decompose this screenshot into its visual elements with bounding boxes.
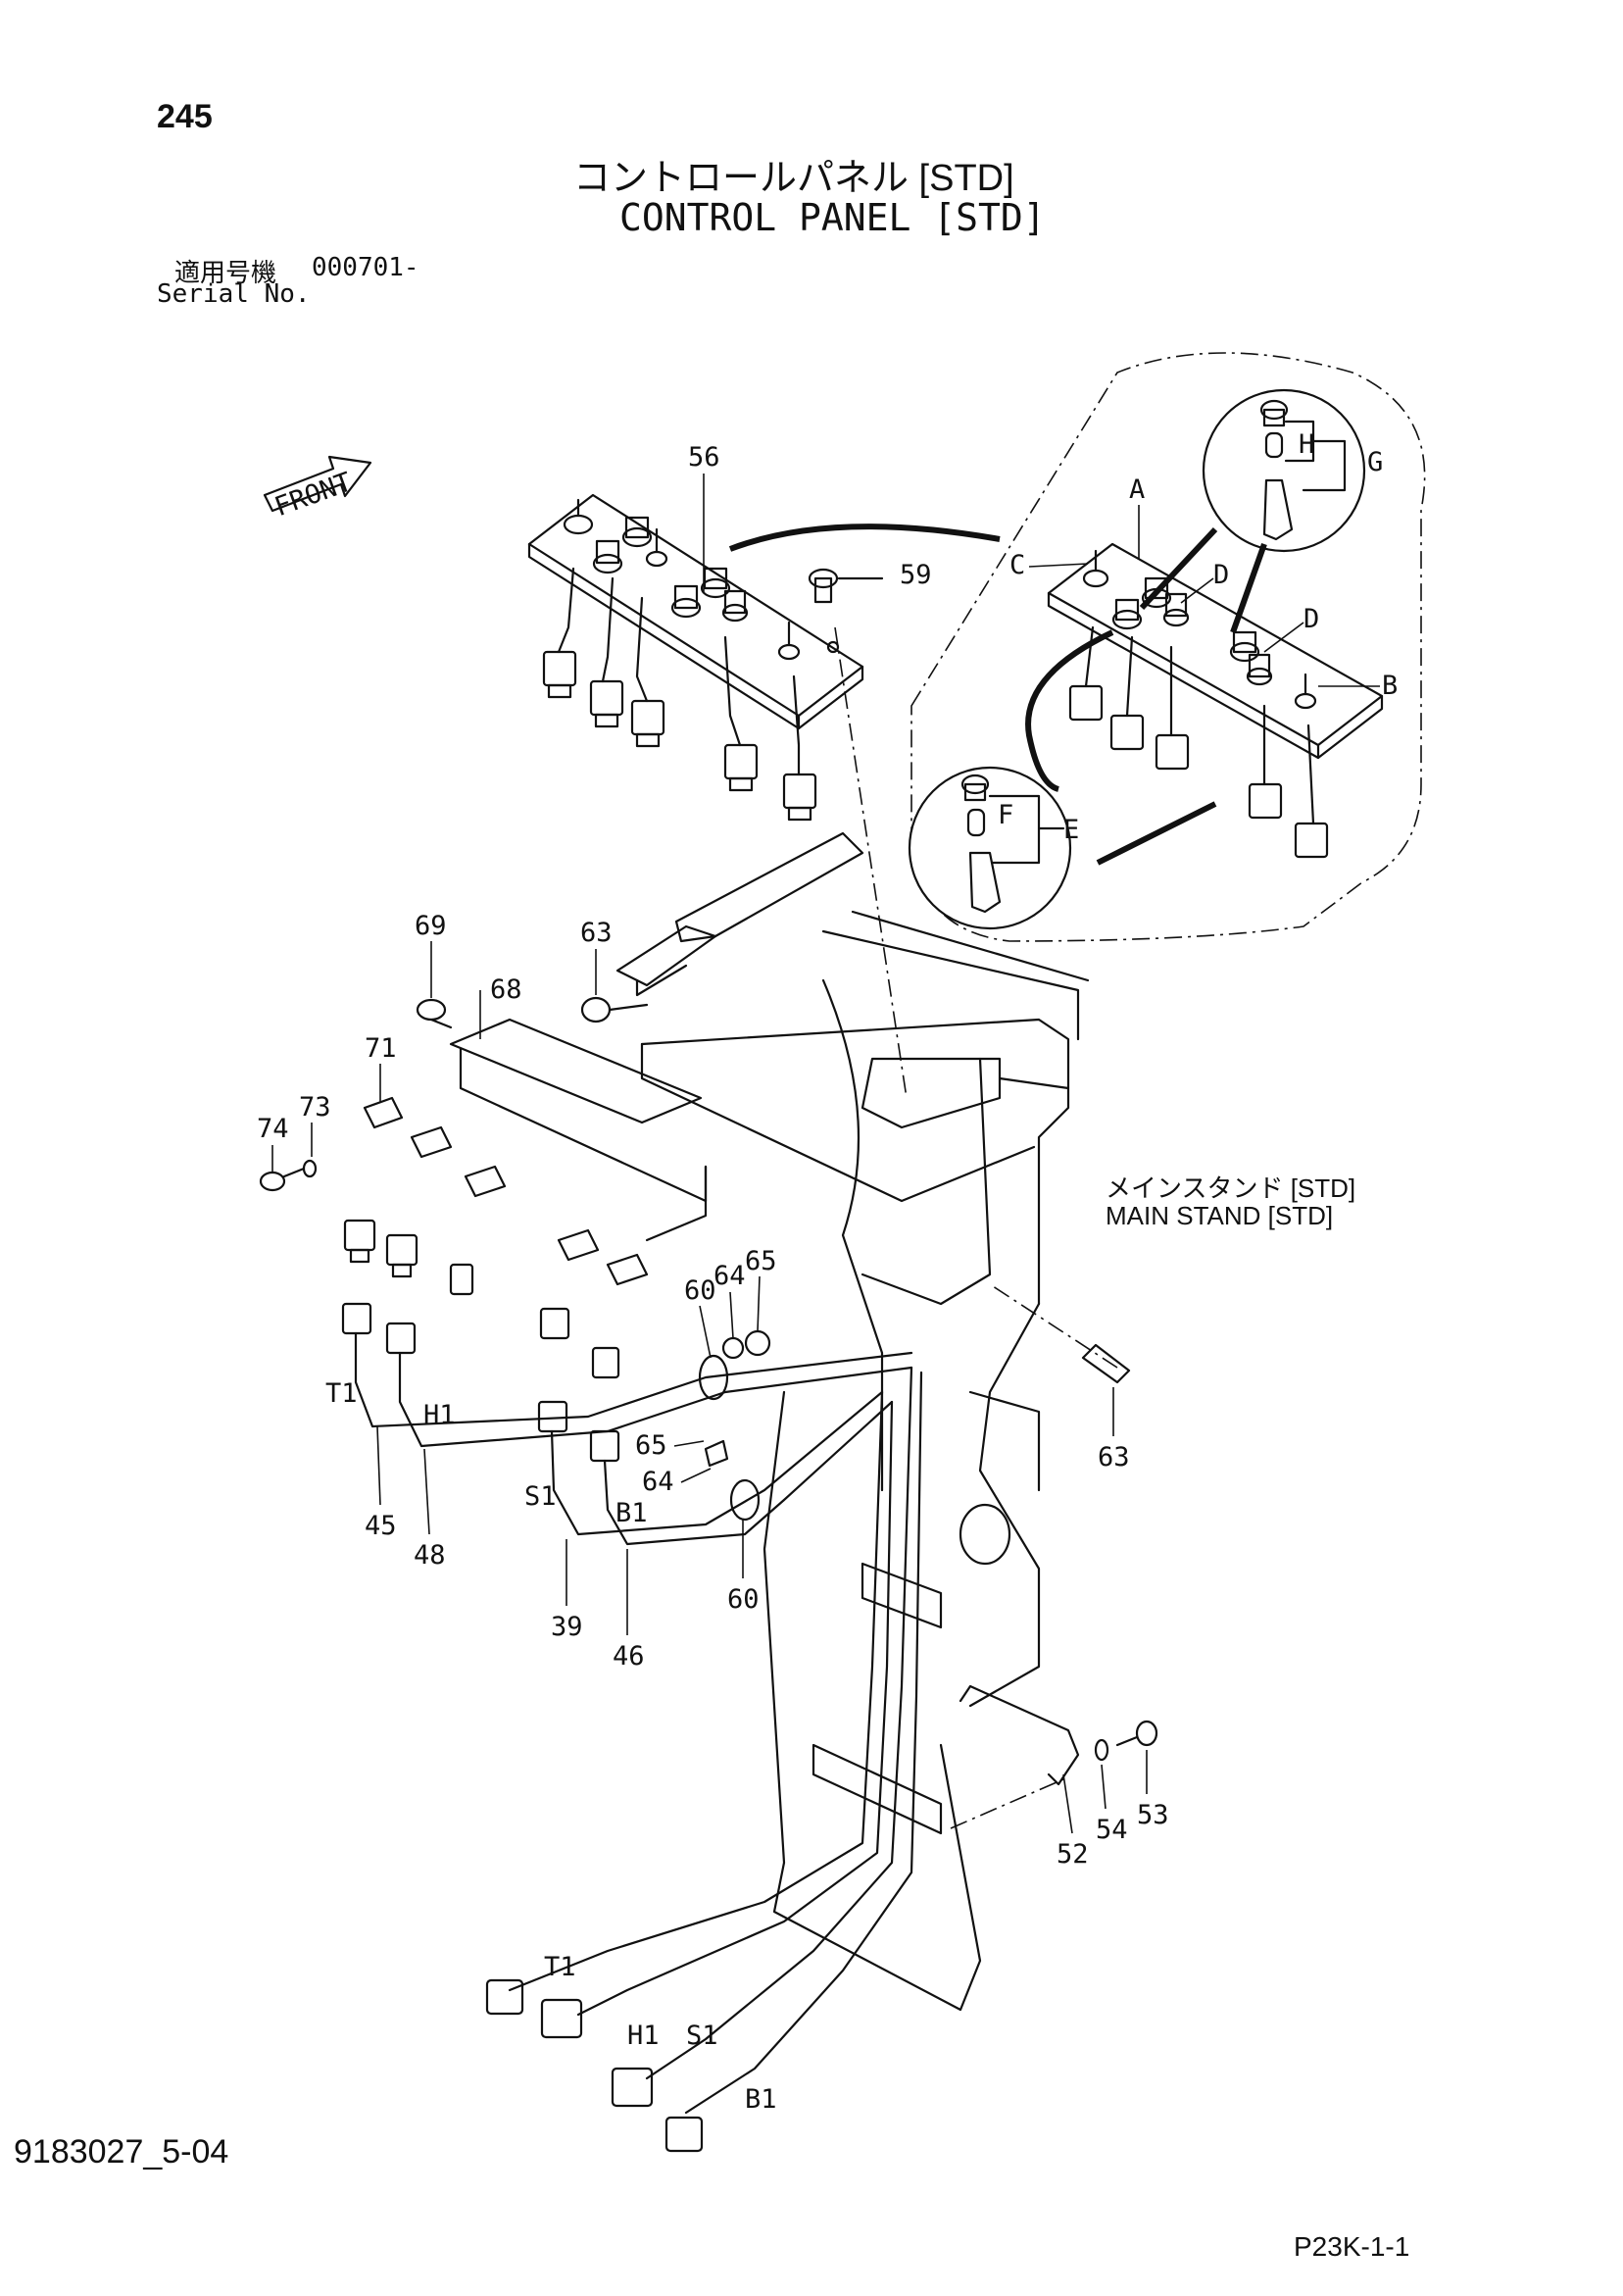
document-number: 9183027_5-04 xyxy=(14,2133,229,2171)
callout-g: G xyxy=(1367,447,1383,477)
bolt-63b xyxy=(1081,1343,1131,1384)
clips-71 xyxy=(363,1096,649,1286)
callout-d2: D xyxy=(1303,604,1319,634)
callout-a: A xyxy=(1129,474,1145,505)
callout-53: 53 xyxy=(1137,1800,1169,1830)
detail-circle-gh: H G xyxy=(1202,388,1383,553)
callout-56: 56 xyxy=(688,442,720,473)
bolt-63a xyxy=(580,996,649,1023)
callout-63b: 63 xyxy=(1098,1442,1130,1472)
callout-e: E xyxy=(1063,815,1079,845)
front-arrow-icon: FRONT xyxy=(263,455,372,523)
callout-f: F xyxy=(998,800,1013,830)
callout-69: 69 xyxy=(415,911,447,941)
wire-tag-h1-lower: H1 xyxy=(627,2021,660,2051)
wire-tag-h1-upper: H1 xyxy=(423,1400,456,1430)
callout-39: 39 xyxy=(551,1612,583,1642)
serial-label-english: Serial No. xyxy=(157,279,311,309)
wire-tag-s1-lower: S1 xyxy=(686,2021,718,2051)
callout-d1: D xyxy=(1213,560,1229,590)
detail-view-outline xyxy=(910,352,1426,942)
title-english: CONTROL PANEL [STD] xyxy=(619,196,1046,239)
callout-54: 54 xyxy=(1096,1815,1128,1845)
bolt-69 xyxy=(416,998,453,1029)
detail-panel-plate xyxy=(1047,542,1384,859)
callout-59: 59 xyxy=(900,560,932,590)
callout-52: 52 xyxy=(1057,1839,1089,1870)
bracket-52 xyxy=(959,1684,1080,1786)
callout-74: 74 xyxy=(257,1114,289,1144)
bolt-59 xyxy=(808,568,884,604)
callout-46: 46 xyxy=(613,1641,645,1672)
detail-circle-ef: F E xyxy=(908,766,1079,930)
serial-value: 000701- xyxy=(312,253,419,282)
callout-64a: 64 xyxy=(713,1261,746,1291)
main-stand-label-english: MAIN STAND [STD] xyxy=(1106,1201,1334,1230)
callout-65b: 65 xyxy=(635,1430,667,1461)
main-stand xyxy=(615,831,1090,2012)
control-panel-plate xyxy=(527,493,864,822)
callout-48: 48 xyxy=(414,1540,446,1571)
callout-h: H xyxy=(1299,429,1314,460)
connector-group-left xyxy=(343,1219,620,1379)
serial-label-japanese: 適用号機 xyxy=(174,258,277,287)
main-stand-label-japanese: メインスタンド [STD] xyxy=(1106,1173,1356,1203)
callout-60b: 60 xyxy=(727,1584,760,1615)
wire-tag-b1-lower: B1 xyxy=(745,2084,777,2115)
bolt-53 xyxy=(1094,1720,1158,1762)
callout-b: B xyxy=(1382,671,1398,701)
wire-tag-t1-upper: T1 xyxy=(325,1378,358,1409)
callout-63a: 63 xyxy=(580,918,613,948)
callout-45: 45 xyxy=(365,1511,397,1541)
harness-set xyxy=(341,1302,923,2153)
page-number: 245 xyxy=(157,98,213,135)
callout-65a: 65 xyxy=(745,1246,777,1276)
wire-tag-t1-lower: T1 xyxy=(544,1952,576,1982)
callout-c: C xyxy=(1009,550,1025,580)
wire-tag-b1-upper: B1 xyxy=(615,1498,648,1528)
callout-68: 68 xyxy=(490,974,522,1005)
wire-tag-s1-upper: S1 xyxy=(524,1481,557,1512)
title-japanese: コントロールパネル [STD] xyxy=(573,158,1014,199)
page-code: P23K-1-1 xyxy=(1294,2231,1410,2262)
callout-71: 71 xyxy=(365,1033,397,1064)
bolt-74 xyxy=(259,1159,318,1192)
callout-73: 73 xyxy=(299,1092,331,1123)
clamp-60 xyxy=(698,1329,771,1522)
bracket-68 xyxy=(449,1018,708,1242)
callout-64b: 64 xyxy=(642,1467,674,1497)
callout-60a: 60 xyxy=(684,1275,716,1306)
